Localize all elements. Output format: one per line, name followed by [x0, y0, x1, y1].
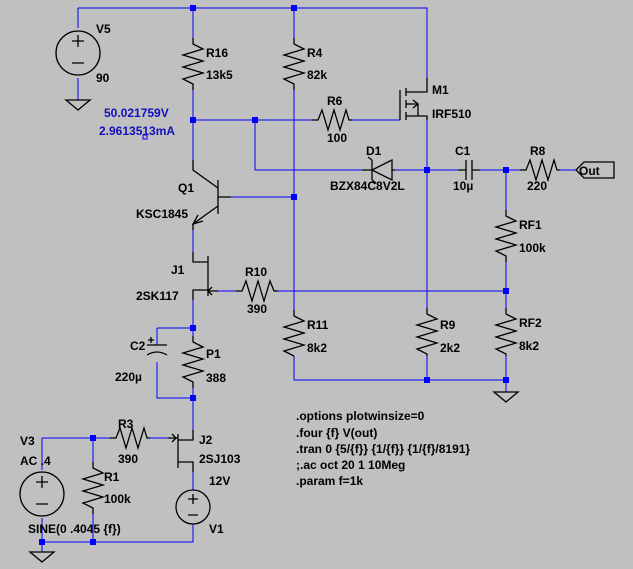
- c2-value: 220µ: [115, 370, 142, 384]
- r10-value: 390: [247, 302, 267, 316]
- v5-value: 90: [96, 71, 110, 85]
- resistor-rf2[interactable]: [493, 308, 519, 356]
- j1-value: 2SK117: [136, 289, 179, 303]
- resistor-r1[interactable]: [80, 462, 106, 514]
- rf2-ref: RF2: [519, 316, 542, 330]
- v3-value: AC .4: [20, 454, 51, 468]
- v1-value: 12V: [209, 474, 230, 488]
- resistor-r9[interactable]: [414, 308, 440, 356]
- capacitor-c1[interactable]: [458, 160, 480, 180]
- resistor-r6[interactable]: [312, 107, 352, 133]
- r4-value: 82k: [307, 68, 327, 82]
- r11-value: 8k2: [307, 341, 327, 355]
- v3-ref: V3: [20, 434, 35, 448]
- r6-ref: R6: [327, 94, 343, 108]
- r6-value: 100: [327, 131, 347, 145]
- mosfet-m1[interactable]: [399, 78, 428, 120]
- out-text: Out: [579, 164, 600, 178]
- directive-line: ;.ac oct 20 1 10Meg: [296, 458, 405, 472]
- directive-line: .param f=1k: [296, 474, 363, 488]
- r11-ref: R11: [307, 318, 329, 332]
- spice-directives: .options plotwinsize=0 .four {f} V(out) …: [296, 409, 470, 488]
- probe-current: 2.9613513mA: [99, 124, 175, 138]
- m1-ref: M1: [432, 83, 449, 97]
- capacitor-c2[interactable]: [146, 337, 168, 356]
- ground-symbols: [28, 99, 520, 563]
- probe-marker: [142, 134, 148, 140]
- r16-value: 13k5: [206, 68, 233, 82]
- p1-ref: P1: [206, 347, 221, 361]
- resistor-r3[interactable]: [110, 425, 150, 451]
- resistor-r4[interactable]: [281, 38, 307, 90]
- p1-value: 388: [206, 371, 226, 385]
- resistor-r8[interactable]: [520, 157, 560, 183]
- m1-value: IRF510: [432, 107, 472, 121]
- v3-source: SINE(0 .4045 {f}): [28, 522, 121, 536]
- r3-value: 390: [118, 452, 138, 466]
- jfet-j1[interactable]: [192, 252, 218, 300]
- c1-ref: C1: [455, 144, 471, 158]
- j2-value: 2SJ103: [199, 452, 241, 466]
- rf1-ref: RF1: [519, 218, 542, 232]
- r1-value: 100k: [104, 492, 131, 506]
- d1-ref: D1: [366, 144, 382, 158]
- component-labels: V5 90 R16 13k5 R4 82k M1 IRF510 R6 100 D…: [20, 22, 547, 536]
- probe-readout: 50.021759V 2.9613513mA: [99, 106, 175, 138]
- r1-ref: R1: [104, 470, 120, 484]
- j1-ref: J1: [171, 263, 185, 277]
- r8-ref: R8: [530, 144, 546, 158]
- v1-ref: V1: [209, 522, 224, 536]
- resistor-r10[interactable]: [236, 278, 278, 304]
- r3-ref: R3: [118, 417, 134, 431]
- transistor-q1[interactable]: [191, 160, 231, 230]
- r10-ref: R10: [245, 265, 267, 279]
- r16-ref: R16: [206, 46, 228, 60]
- directive-line: .options plotwinsize=0: [296, 409, 425, 423]
- c1-value: 10µ: [453, 179, 473, 193]
- directive-line: .tran 0 {5/{f}} {1/{f}} {1/{f}/8191}: [296, 442, 470, 456]
- jfet-j2[interactable]: [168, 430, 194, 472]
- r4-ref: R4: [307, 46, 323, 60]
- zener-d1[interactable]: [362, 156, 395, 184]
- source-v1[interactable]: [175, 489, 211, 525]
- rf1-value: 100k: [519, 241, 546, 255]
- source-v3[interactable]: [19, 471, 65, 517]
- net-label-out: Out: [575, 161, 615, 179]
- resistor-r16[interactable]: [180, 38, 206, 90]
- q1-value: KSC1845: [136, 207, 188, 221]
- r9-value: 2k2: [440, 341, 460, 355]
- r9-ref: R9: [440, 318, 456, 332]
- d1-value: BZX84C8V2L: [330, 179, 405, 193]
- junction-dots: [39, 5, 509, 545]
- q1-ref: Q1: [178, 181, 194, 195]
- v5-ref: V5: [96, 22, 111, 36]
- probe-voltage: 50.021759V: [104, 106, 169, 120]
- directive-line: .four {f} V(out): [296, 426, 377, 440]
- resistor-rf1[interactable]: [493, 210, 519, 262]
- c2-ref: C2: [130, 339, 146, 353]
- r8-value: 220: [527, 179, 547, 193]
- j2-ref: J2: [199, 433, 213, 447]
- rf2-value: 8k2: [519, 339, 539, 353]
- resistor-p1[interactable]: [180, 336, 206, 388]
- resistor-r11[interactable]: [281, 310, 307, 357]
- source-v5[interactable]: [55, 30, 101, 76]
